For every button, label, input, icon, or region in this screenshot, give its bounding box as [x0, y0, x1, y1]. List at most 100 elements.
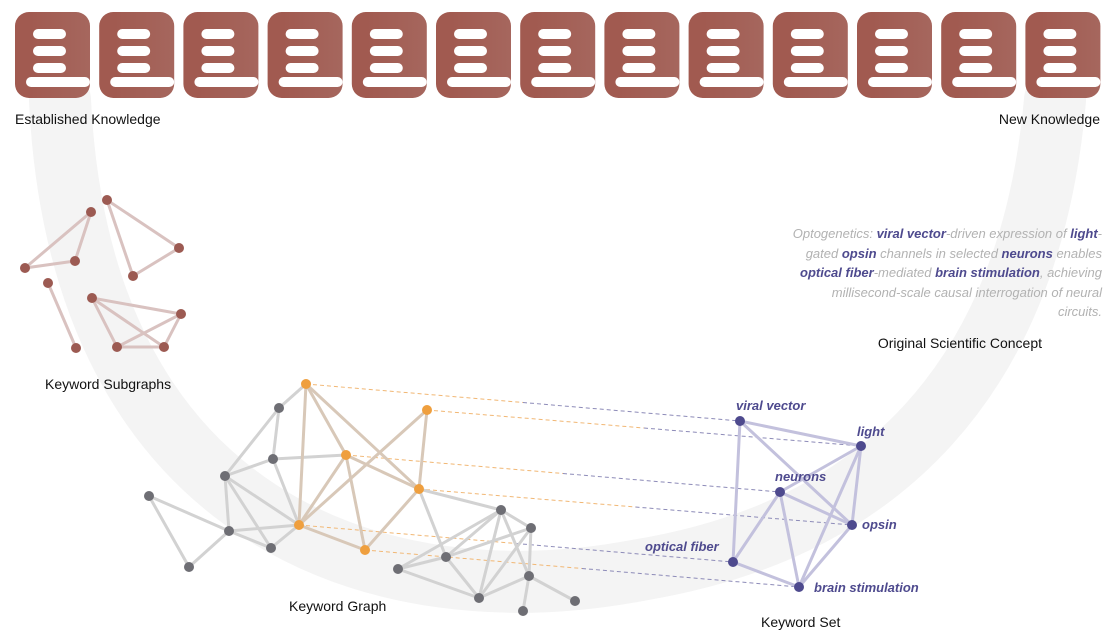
mapping-line-purple — [635, 506, 853, 526]
document-stack-icon — [772, 12, 848, 98]
concept-description: Optogenetics: viral vector-driven expres… — [790, 224, 1102, 322]
document-stack-icon — [15, 12, 90, 98]
knowledge-icons-row — [15, 12, 1101, 98]
graph-edge-highlighted — [344, 453, 421, 491]
mapping-lines — [298, 383, 862, 588]
subgraph-node — [87, 293, 97, 303]
graph-edge — [147, 494, 231, 533]
graph-edge-highlighted — [344, 453, 367, 552]
mapping-line-orange — [298, 524, 517, 544]
concept-text: -mediated — [873, 265, 936, 280]
keyword-set-edges — [731, 419, 863, 589]
subgraph-node — [159, 342, 169, 352]
graph-node — [496, 505, 506, 515]
concept-text: -gated — [805, 226, 1102, 261]
keyword-set-edge — [850, 444, 863, 527]
keyword-set-edge — [731, 419, 742, 564]
mapping-line-purple — [522, 402, 741, 422]
subgraph-edge — [131, 246, 181, 278]
keyword-set-node — [775, 487, 785, 497]
graph-edge — [499, 508, 533, 530]
graph-edge-highlighted — [297, 382, 308, 527]
graph-edge-highlighted — [297, 408, 429, 527]
knowledge-flow-arc — [29, 69, 1086, 613]
subgraph-edge — [73, 210, 93, 263]
original-concept-label: Original Scientific Concept — [878, 335, 1042, 351]
keyword-opsin: opsin — [862, 517, 897, 532]
graph-node — [144, 491, 154, 501]
graph-edge — [396, 508, 503, 571]
graph-edge — [187, 529, 231, 569]
graph-edge — [277, 382, 308, 410]
document-stack-icon — [857, 12, 932, 98]
document-stack-icon — [351, 12, 427, 98]
graph-edge — [271, 406, 281, 461]
keyword-set-edge — [778, 490, 801, 589]
document-stack-icon — [267, 12, 343, 98]
keyword-brain-stimulation: brain stimulation — [814, 580, 919, 595]
subgraph-edge — [23, 259, 77, 270]
graph-edge — [396, 567, 481, 600]
concept-keyword: neurons — [1001, 245, 1053, 261]
graph-edges — [147, 382, 577, 613]
graph-edge — [477, 574, 531, 600]
keyword-set-edge — [797, 523, 854, 589]
graph-edge — [271, 453, 348, 461]
graph-edge-highlighted — [304, 382, 421, 491]
graph-node — [224, 526, 234, 536]
subgraph-node — [128, 271, 138, 281]
document-stack-icon — [520, 12, 596, 98]
mapping-line-purple — [643, 427, 862, 447]
document-stack-icon — [941, 12, 1017, 98]
subgraph-nodes — [20, 195, 186, 353]
concept-keyword: brain stimulation — [935, 265, 1040, 280]
graph-edge — [271, 457, 301, 527]
graph-node — [518, 606, 528, 616]
graph-edge — [227, 523, 301, 533]
graph-edge-highlighted — [297, 523, 367, 552]
graph-edge — [223, 457, 275, 478]
graph-edge-highlighted — [297, 453, 348, 527]
concept-keyword: viral vector — [876, 226, 946, 241]
keyword-subgraphs — [20, 195, 186, 353]
new-knowledge-label: New Knowledge — [999, 111, 1100, 127]
mapping-line-orange — [305, 383, 524, 403]
graph-edge-highlighted — [363, 487, 421, 552]
graph-node — [274, 403, 284, 413]
graph-edge — [227, 529, 273, 550]
subgraph-node — [176, 309, 186, 319]
keyword-light: light — [857, 424, 885, 439]
graph-edge — [223, 474, 273, 550]
document-stack-icon — [604, 12, 680, 98]
subgraph-node — [71, 343, 81, 353]
keyword-set-node — [794, 582, 804, 592]
mapping-line-purple — [581, 568, 800, 588]
document-stack-icon — [183, 12, 259, 98]
subgraph-node — [174, 243, 184, 253]
keyword-set-nodes — [728, 416, 866, 592]
subgraph-node — [70, 256, 80, 266]
concept-text: channels in selected — [876, 245, 1002, 261]
graph-edge — [147, 494, 191, 569]
graph-node — [220, 471, 230, 481]
subgraph-node — [20, 263, 30, 273]
keyword-set-edge — [731, 490, 782, 564]
keyword-optical-fiber: optical fiber — [645, 539, 720, 554]
concept-keyword: optical fiber — [800, 265, 874, 280]
keyword-set-node — [728, 557, 738, 567]
graph-node-highlighted — [360, 545, 370, 555]
concept-text: , achieving millisecond-scale causal int… — [831, 265, 1102, 319]
mapping-line-orange — [426, 409, 645, 429]
keyword-set-node — [847, 520, 857, 530]
graph-node — [441, 552, 451, 562]
document-stack-icon — [688, 12, 764, 98]
concept-keyword: opsin — [841, 245, 877, 261]
graph-node — [184, 562, 194, 572]
graph-edge — [477, 526, 533, 600]
graph-edge — [521, 574, 531, 613]
subgraph-node — [112, 342, 122, 352]
graph-edge — [417, 487, 503, 512]
subgraph-node — [86, 207, 96, 217]
graph-edge — [527, 526, 533, 578]
